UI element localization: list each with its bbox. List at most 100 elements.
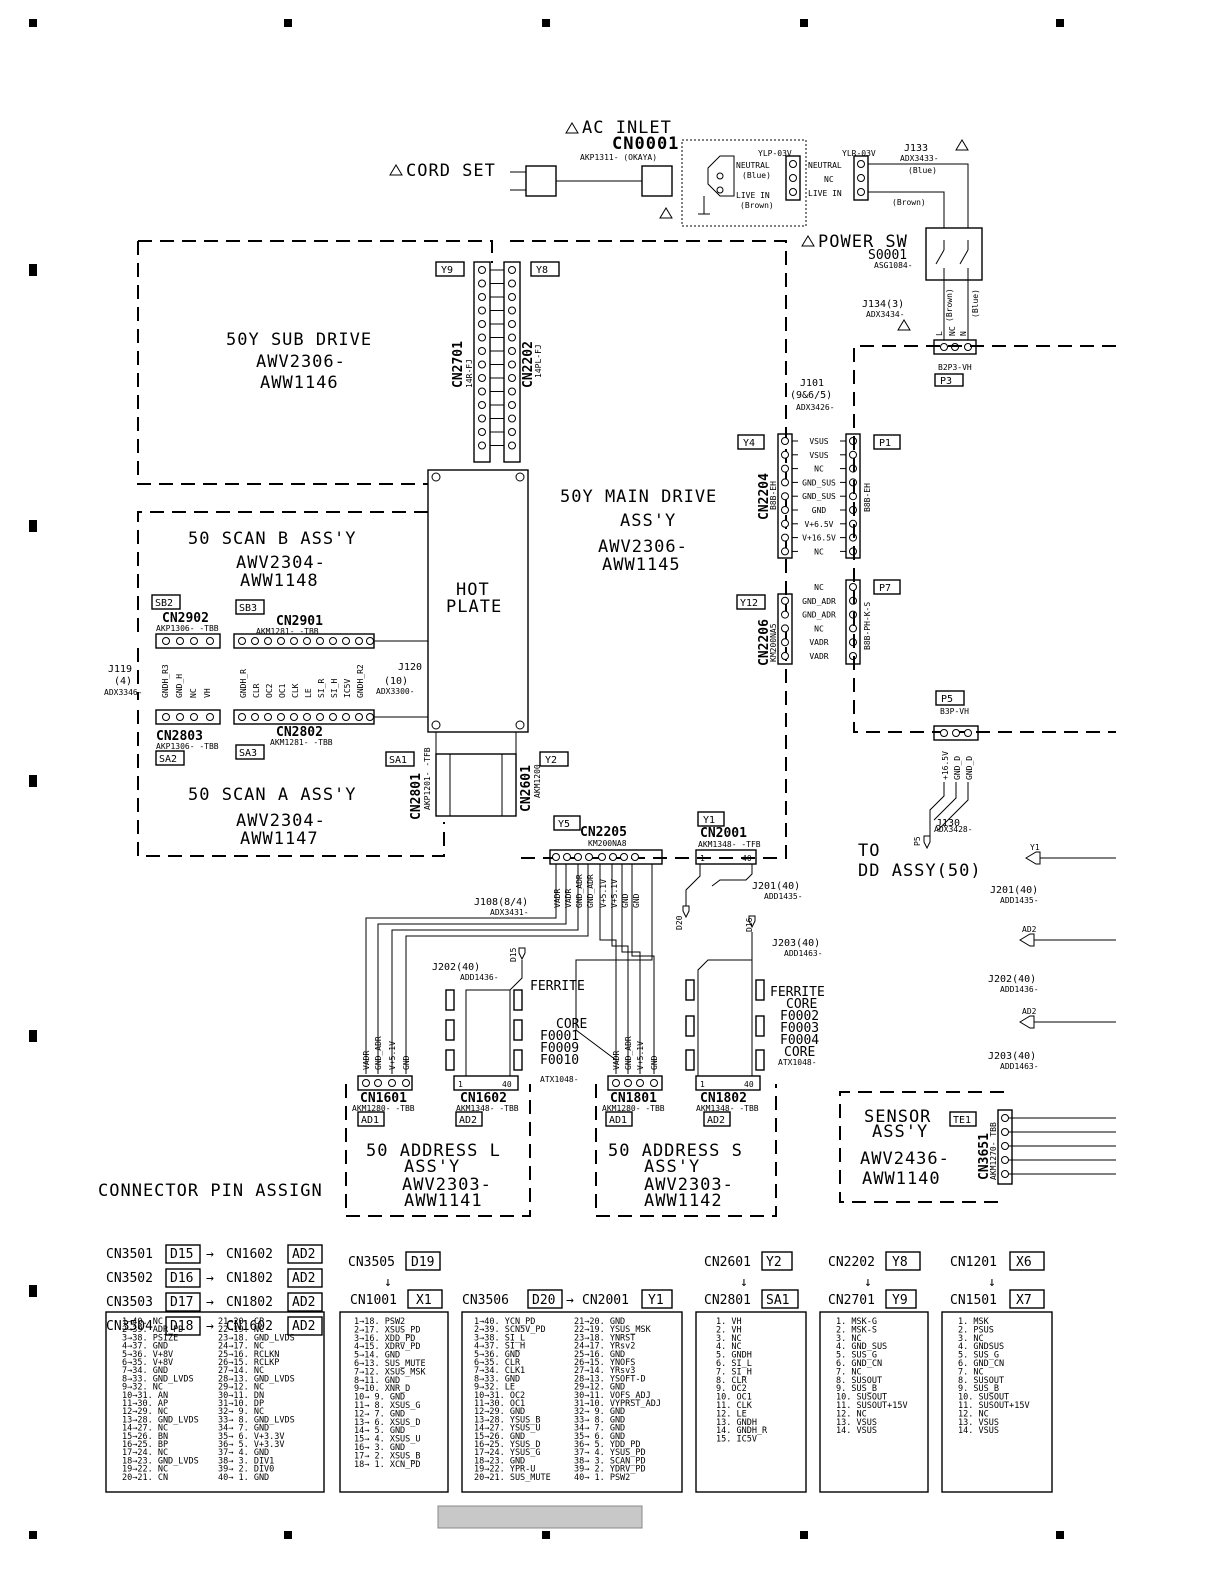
cord-plug [525, 165, 557, 197]
j120-sig-label: OC2 [265, 683, 274, 698]
pin-table-entry: 1. MSK [958, 1317, 990, 1327]
ferrite2-f3: F0004 [780, 1033, 819, 1048]
cn2601-label: CN2601 [519, 765, 534, 812]
sw-brown-label: (Brown) [945, 288, 954, 322]
scan-a-title: 50 SCAN A ASS'Y [188, 785, 357, 805]
pin-table-entry: 6. SI_L [716, 1359, 752, 1369]
sensor-board: SENSOR ASS'Y AWV2436- AWW1140 TE1 CN3651… [839, 1091, 1116, 1203]
pin-table-entry: 2. VH [716, 1325, 742, 1335]
pin-table-entry: 16→25. BP [122, 1440, 168, 1450]
pin-icon [478, 333, 486, 342]
pin-table-entry: 10. OC1 [716, 1393, 752, 1403]
cn2205-sig-label: V+5.1V [599, 879, 608, 908]
pin-icon [206, 637, 214, 645]
pin-table-entry: 12→29. GND [474, 1407, 525, 1417]
pin-icon [563, 853, 571, 861]
dd-j201-part: ADD1435- [1000, 896, 1039, 905]
pin-icon [609, 853, 617, 861]
scan-b-title: 50 SCAN B ASS'Y [188, 529, 357, 549]
pin-icon [342, 637, 350, 645]
sw-nc-label: NC [948, 326, 957, 336]
pin-table-entry: 8. SUSOUT [836, 1376, 882, 1386]
pin-table-entry: 12→ 7. GND [354, 1409, 405, 1419]
pin-table-1 [105, 1311, 325, 1493]
pin-table-entry: 14→27. YSUS_U [474, 1424, 541, 1434]
pin-table-entry: 29→12. GND [574, 1383, 625, 1393]
pin-table-entry: 1→18. PSW2 [354, 1317, 405, 1327]
pin-icon [290, 713, 298, 721]
pin-icon [190, 637, 198, 645]
j130-part: ADX3428- [934, 825, 973, 834]
pin-table-entry: 1. MSK-G [836, 1317, 877, 1327]
te1-tag: TE1 [953, 1115, 971, 1126]
pin-table-entry: 11→30. AP [122, 1399, 168, 1409]
j120-pins: (10) [384, 676, 408, 687]
pin-table-entry: 31→10. DP [218, 1399, 264, 1409]
power-switch-body [925, 227, 983, 281]
t2-top-tag: D19 [411, 1255, 434, 1270]
cord-set-label: CORD SET [406, 161, 496, 181]
cn2205-label: CN2205 [580, 825, 627, 840]
pin-icon [251, 713, 259, 721]
pin-table-entry: 1→40. NC [122, 1317, 163, 1327]
j120-sig-label: SI_H [330, 679, 339, 698]
pin-icon [355, 637, 363, 645]
pin-table-entry: 22→19. YSUS_MSK [574, 1325, 652, 1335]
pin-icon [781, 437, 789, 445]
pin-row-to: CN1802 [226, 1271, 273, 1286]
pin-table-entry: 14→ 5. GND [354, 1426, 405, 1436]
pin-table-entry: 10. SUSOUT [958, 1393, 1009, 1403]
cn2001-label: CN2001 [700, 826, 747, 841]
cn2701-label: CN2701 [451, 341, 466, 388]
t6-top: CN1201 [950, 1255, 997, 1270]
p5-cable-label: P5 [913, 836, 922, 846]
cn2205-sig-label: GND_ADR [575, 874, 584, 908]
pin-table-6 [941, 1311, 1053, 1493]
pin-icon [478, 374, 486, 382]
pin-table-entry: 9. SUS_B [958, 1384, 999, 1394]
j120-sig-label: GNDH_R [239, 669, 248, 698]
pin-table-entry: 12→29. NC [122, 1407, 168, 1417]
pin-table-3 [461, 1311, 683, 1493]
sub-drive-board: 50Y SUB DRIVE AWV2306- AWW1146 Y9 Y8 CN2… [137, 240, 787, 859]
asg-label: ASG1084- [874, 261, 913, 270]
addr-l-sig-label: VADR [362, 1051, 371, 1070]
p1-tag: P1 [879, 438, 891, 449]
pin-icon [508, 387, 516, 396]
j201-main-part: ADD1435- [764, 892, 803, 901]
pin-icon [508, 428, 516, 436]
cn2205-sig-label: V+5.1V [610, 879, 619, 908]
j119-sig-4: VH [203, 688, 212, 698]
p1-pin-label: V+6.5V [805, 520, 834, 529]
ylp-label: YLP-03V [758, 149, 792, 158]
pin-table-entry: 13. GNDH [716, 1418, 757, 1428]
ferrite2-f2: F0003 [780, 1021, 819, 1036]
pin-icon [781, 492, 789, 501]
t6-bot: CN1501 [950, 1293, 997, 1308]
pin-table-entry: 25→16. GND [574, 1350, 625, 1360]
dd-y1-label: Y1 [1030, 843, 1040, 852]
cn1802-part: AKM1348- -TBB [696, 1104, 759, 1113]
caution-icon [659, 207, 673, 219]
pin-table-entry: 32→ 9. NC [218, 1407, 264, 1417]
cn0001-label: CN0001 [612, 134, 679, 154]
pin-table-entry: 22→19. NC [218, 1325, 264, 1335]
ferrite1-label: FERRITE [530, 979, 585, 994]
cn0001-part: AKP1311- (OKAYA) [580, 153, 657, 162]
pin-table-entry: 33→ 8. GND [574, 1415, 625, 1425]
pin-table-entry: 13→28. GND_LVDS [122, 1415, 199, 1425]
t4-down: ↓ [740, 1275, 748, 1290]
pin-table-entry: 13→ 6. XSUS_D [354, 1418, 421, 1428]
pin-table-entry: 14. GNDH_R [716, 1426, 768, 1436]
blue-label: (Blue) [742, 171, 771, 180]
addr-l-assy: ASS'Y [404, 1157, 460, 1177]
pin-table-entry: 3→16. XDD_PD [354, 1334, 415, 1344]
pin-icon [781, 464, 789, 473]
pin-table-entry: 24→17. YRsv2 [574, 1342, 635, 1352]
pin-table-entry: 13→28. YSUS_B [474, 1415, 541, 1425]
pin-table-entry: 19→22. NC [122, 1465, 168, 1475]
pin-icon [508, 333, 516, 342]
dd-j202-label: J202(40) [988, 974, 1036, 985]
pin-table-entry: 5→36. V+8V [122, 1350, 173, 1360]
pin-row-tag: D15 [170, 1247, 193, 1262]
